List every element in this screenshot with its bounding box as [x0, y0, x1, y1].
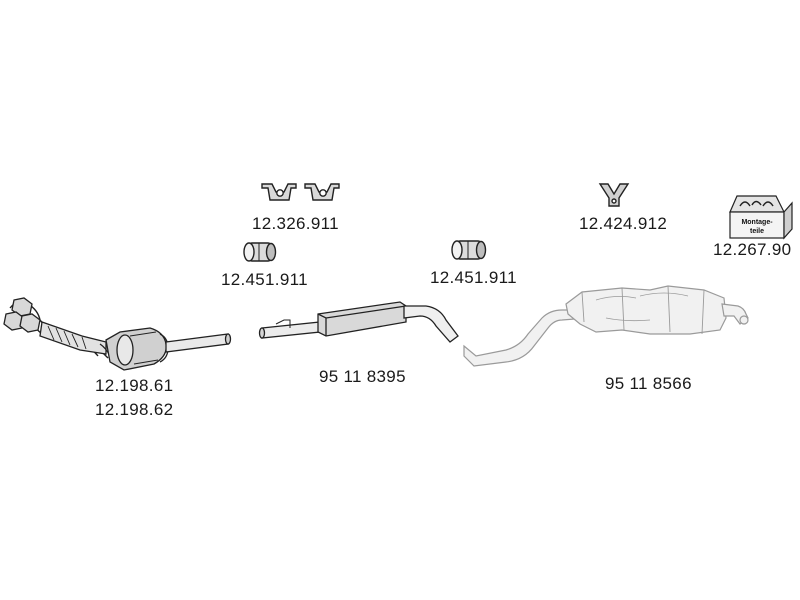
rear-silencer-label: 95 11 8566	[605, 374, 692, 393]
kit-box-text-2: teile	[750, 228, 764, 235]
catalytic-converter-label-1: 12.198.61	[95, 376, 174, 395]
y-hanger-icon	[598, 183, 630, 207]
hanger-pair-label: 12.326.911	[252, 214, 339, 233]
middle-silencer-drawing	[258, 301, 459, 343]
kit-box-text-1: Montage-	[741, 219, 773, 226]
y-hanger-label: 12.424.912	[579, 214, 668, 233]
catalytic-converter-label-2: 12.198.62	[95, 400, 174, 419]
clamp-right-icon	[451, 240, 487, 260]
clamp-right-label: 12.451.911	[430, 268, 517, 287]
hanger-pair-icon	[261, 183, 340, 201]
rear-silencer-drawing	[463, 285, 749, 367]
clamp-left-icon	[243, 242, 277, 262]
middle-silencer-label: 95 11 8395	[319, 367, 406, 386]
mounting-kit-icon: Montage- teile	[729, 195, 793, 240]
mounting-kit-label: 12.267.90	[713, 240, 792, 259]
catalytic-converter-drawing	[3, 297, 232, 371]
clamp-left-label: 12.451.911	[221, 270, 308, 289]
